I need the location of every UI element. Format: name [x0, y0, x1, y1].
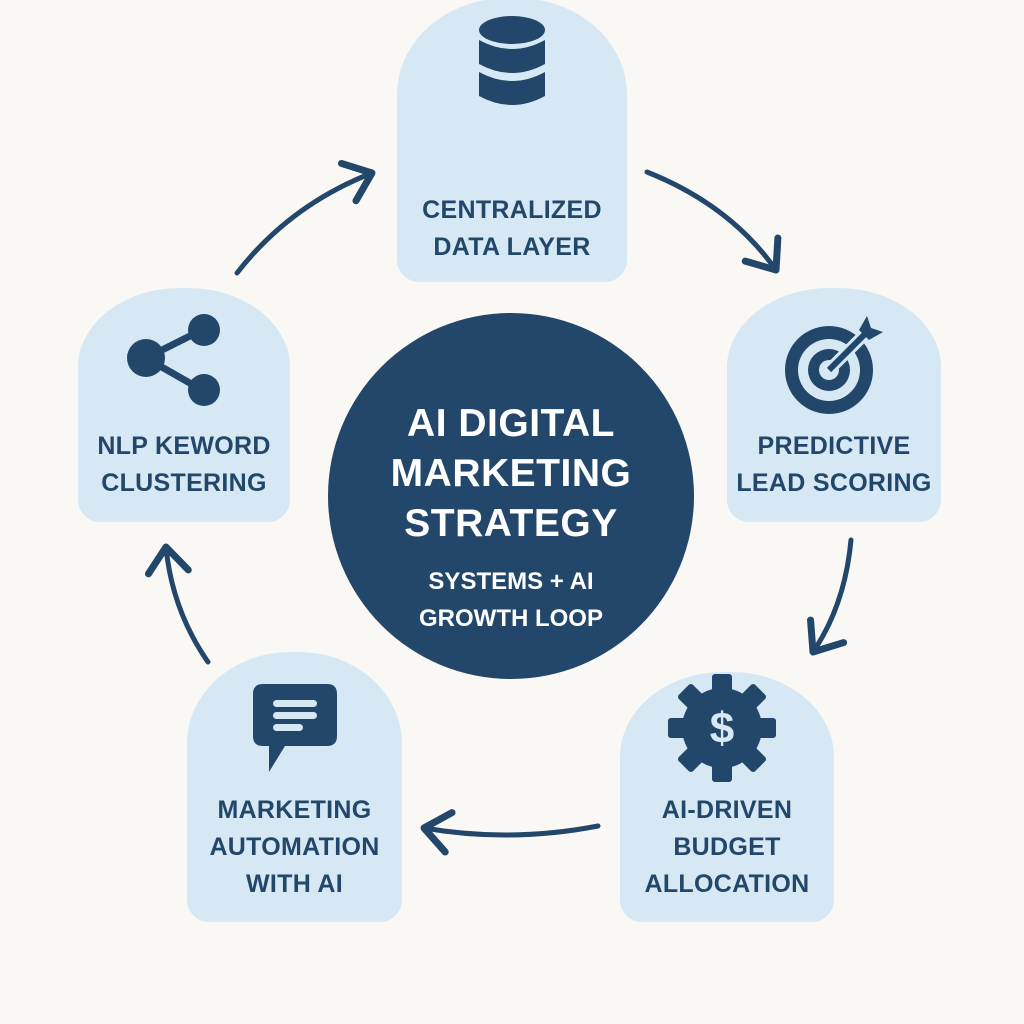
target-icon — [785, 316, 883, 414]
center-hub: AI DIGITAL MARKETING STRATEGY SYSTEMS + … — [328, 313, 694, 679]
arrow-right-to-bottomright — [807, 537, 854, 656]
node-label-line: LEAD SCORING — [736, 469, 932, 497]
node-label-line: CENTRALIZED — [422, 196, 602, 224]
node-label-line: NLP KEWORD — [97, 432, 271, 460]
subtitle-line: SYSTEMS + AI — [428, 568, 594, 595]
node-label-line: AI-DRIVEN — [661, 796, 793, 824]
node-label-line: CLUSTERING — [101, 469, 267, 497]
arrow-top-to-right — [644, 169, 782, 274]
node-label-line: AUTOMATION — [209, 833, 380, 861]
node-label-line: MARKETING — [217, 796, 372, 824]
center-title: AI DIGITAL MARKETING STRATEGY — [328, 399, 694, 549]
node-label-line: PREDICTIVE — [757, 432, 911, 460]
node-label-line: ALLOCATION — [644, 870, 810, 898]
gear-dollar-icon: $ — [668, 674, 776, 782]
arrow-bottomright-to-bottomleft — [420, 809, 601, 856]
arrow-left-to-top — [234, 159, 376, 276]
node-ai-driven-budget-allocation: $ AI-DRIVEN BUDGET ALLOCATION — [620, 672, 834, 922]
svg-text:$: $ — [710, 704, 734, 753]
title-line: AI DIGITAL — [407, 402, 615, 445]
node-label-line: WITH AI — [246, 870, 343, 898]
subtitle-line: GROWTH LOOP — [419, 605, 603, 632]
chat-icon — [253, 684, 337, 772]
node-centralized-data-layer: CENTRALIZED DATA LAYER — [397, 0, 627, 282]
node-marketing-automation: MARKETING AUTOMATION WITH AI — [187, 652, 402, 922]
title-line: MARKETING — [390, 452, 632, 495]
arrow-bottomleft-to-left — [144, 543, 211, 665]
node-label-line: DATA LAYER — [433, 233, 591, 261]
center-subtitle: SYSTEMS + AI GROWTH LOOP — [328, 563, 694, 637]
node-predictive-lead-scoring: PREDICTIVE LEAD SCORING — [727, 288, 941, 522]
node-nlp-keyword-clustering: NLP KEWORD CLUSTERING — [78, 288, 290, 522]
share-icon — [127, 314, 220, 406]
title-line: STRATEGY — [404, 502, 618, 545]
database-icon — [479, 16, 545, 105]
node-label-line: BUDGET — [673, 833, 781, 861]
